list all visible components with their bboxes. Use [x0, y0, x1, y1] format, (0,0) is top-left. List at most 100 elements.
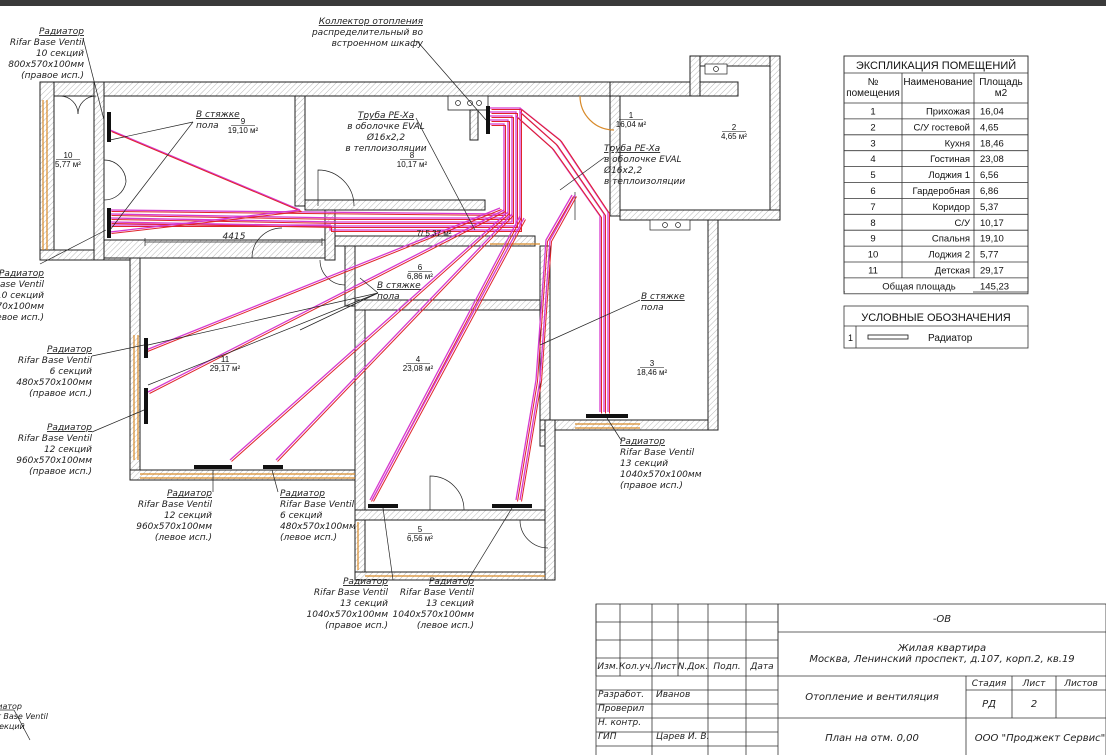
heating-pipe [369, 215, 521, 501]
stamp-role: Разработ. [598, 690, 644, 700]
radiator-note-1-line: 10 секций [36, 49, 84, 59]
explication-header: Площадь [979, 77, 1023, 88]
room-7-label: 7/ 5,37 м² [417, 229, 452, 238]
heating-pipe [275, 213, 513, 461]
explication-cell: 6,56 [980, 170, 999, 181]
legend-title: УСЛОВНЫЕ ОБОЗНАЧЕНИЯ [861, 312, 1011, 324]
stamp-name: Царев И. В. [656, 732, 709, 742]
explication-cell: С/У [954, 218, 971, 229]
room-number: 2 [732, 123, 737, 132]
radiator-note-7-line: 13 секций [340, 599, 388, 609]
stamp-company: ООО "Проджект Сервис" [975, 733, 1105, 744]
explication-cell: 5 [870, 170, 875, 181]
stamp-name: Иванов [656, 690, 690, 700]
explication-header: м2 [995, 88, 1008, 99]
explication-cell: 5,37 [980, 202, 999, 213]
room-area: 4,65 м² [721, 132, 747, 141]
stamp-col-header: Кол.уч. [619, 662, 653, 672]
radiator-note-4-line: Rifar Base Ventil [18, 434, 93, 444]
stamp-section: Отопление и вентиляция [805, 692, 939, 703]
explication-cell: Спальня [932, 234, 970, 245]
heating-pipe [147, 209, 505, 393]
explication-cell: 4 [870, 154, 875, 165]
room-number: 11 [221, 355, 230, 364]
explication-cell: 5,77 [980, 250, 999, 261]
explication-cell: 3 [870, 138, 875, 149]
room-area: 29,17 м² [210, 364, 241, 373]
radiator-note-5-line: Rifar Base Ventil [138, 500, 213, 510]
stamp-col-header: Дата [749, 662, 773, 672]
explication-cell: Гардеробная [913, 186, 970, 197]
stamp-stage-label: Стадия [972, 679, 1007, 689]
heating-pipe [519, 111, 605, 412]
heating-pipe-return [521, 196, 577, 502]
screed-note-3-line: В стяжке [641, 292, 685, 302]
radiator-note-8-line: Rifar Base Ventil [400, 588, 475, 598]
radiator-note-2-line: 800х570х100мм [0, 302, 44, 312]
stamp-sheet-label: Лист [1022, 679, 1047, 689]
screed-note-2-line: В стяжке [377, 281, 421, 291]
collector-note-line: распределительный во [311, 28, 424, 38]
explication-cell: 18,46 [980, 138, 1004, 149]
heating-pipe-return [517, 117, 602, 414]
radiator-note-9-line: (правое исп.) [620, 481, 683, 491]
room-area: 10,17 м² [397, 160, 428, 169]
stamp-role: Н. контр. [598, 718, 641, 728]
dimension-text: 4415 [223, 232, 246, 242]
stamp-sheets-label: Листов [1063, 679, 1098, 689]
heating-pipe [109, 129, 301, 211]
radiator-note-3-line: 480х570х100мм [16, 378, 92, 388]
explication-cell: 16,04 [980, 107, 1004, 118]
radiator-note-2-line: (левое исп.) [0, 313, 44, 323]
screed-note-3-line: пола [641, 303, 664, 313]
radiator-note-5-line: 960х570х100мм [136, 522, 212, 532]
collector-note-line: встроенном шкафу [332, 39, 424, 49]
radiator-note-4-line: 960х570х100мм [16, 456, 92, 466]
radiator-note-6-line: (левое исп.) [280, 533, 337, 543]
screed-note-2-line: пола [377, 292, 400, 302]
explication-cell: Прихожая [926, 107, 970, 118]
explication-cell: Лоджия 1 [928, 170, 970, 181]
window-top-bar [0, 0, 1106, 6]
pipe-note-center-line: в теплоизоляции [345, 144, 426, 154]
explication-title: ЭКСПЛИКАЦИЯ ПОМЕЩЕНИЙ [856, 59, 1016, 72]
room-area: 18,46 м² [637, 368, 668, 377]
explication-cell: 10 [868, 250, 879, 261]
explication-cell: 8 [870, 218, 875, 229]
heating-pipe-return [147, 209, 502, 352]
radiator-note-9-line: 1040х570х100мм [620, 470, 702, 480]
radiator-note-7-line: (правое исп.) [325, 621, 388, 631]
cut-label: Радиатор [0, 702, 22, 711]
heating-pipe [519, 107, 609, 412]
explication-cell: 10,17 [980, 218, 1004, 229]
heating-pipe-return [111, 125, 506, 217]
loggia-10 [42, 95, 127, 250]
explication-cell: Гостиная [930, 154, 970, 165]
heating-pipes [109, 107, 610, 502]
dimension-4415: 4415 [144, 232, 323, 246]
radiator-note-8-line: 13 секций [426, 599, 474, 609]
room-number: 10 [64, 151, 73, 160]
heating-pipe [109, 209, 301, 233]
room-area: 6,86 м² [407, 272, 433, 281]
stamp-code: -ОВ [933, 614, 951, 625]
explication-cell: Кухня [945, 138, 970, 149]
radiator-note-6-line: 480х570х100мм [280, 522, 356, 532]
radiator-note-1-line: (правое исп.) [21, 71, 84, 81]
room-number: 4 [416, 355, 421, 364]
pipe-note-right-line: в оболочке EVAL [604, 155, 682, 165]
heating-pipe [145, 207, 501, 351]
heating-pipe-return [111, 211, 302, 234]
explication-total-value: 145,23 [980, 281, 1009, 292]
explication-cell: 6,86 [980, 186, 999, 197]
explication-cell: 19,10 [980, 234, 1004, 245]
explication-cell: 9 [870, 234, 875, 245]
radiator-note-4-line: 12 секций [44, 445, 92, 455]
radiator-note-9-line: Радиатор [620, 437, 665, 447]
radiator-note-9-line: Rifar Base Ventil [620, 448, 695, 458]
